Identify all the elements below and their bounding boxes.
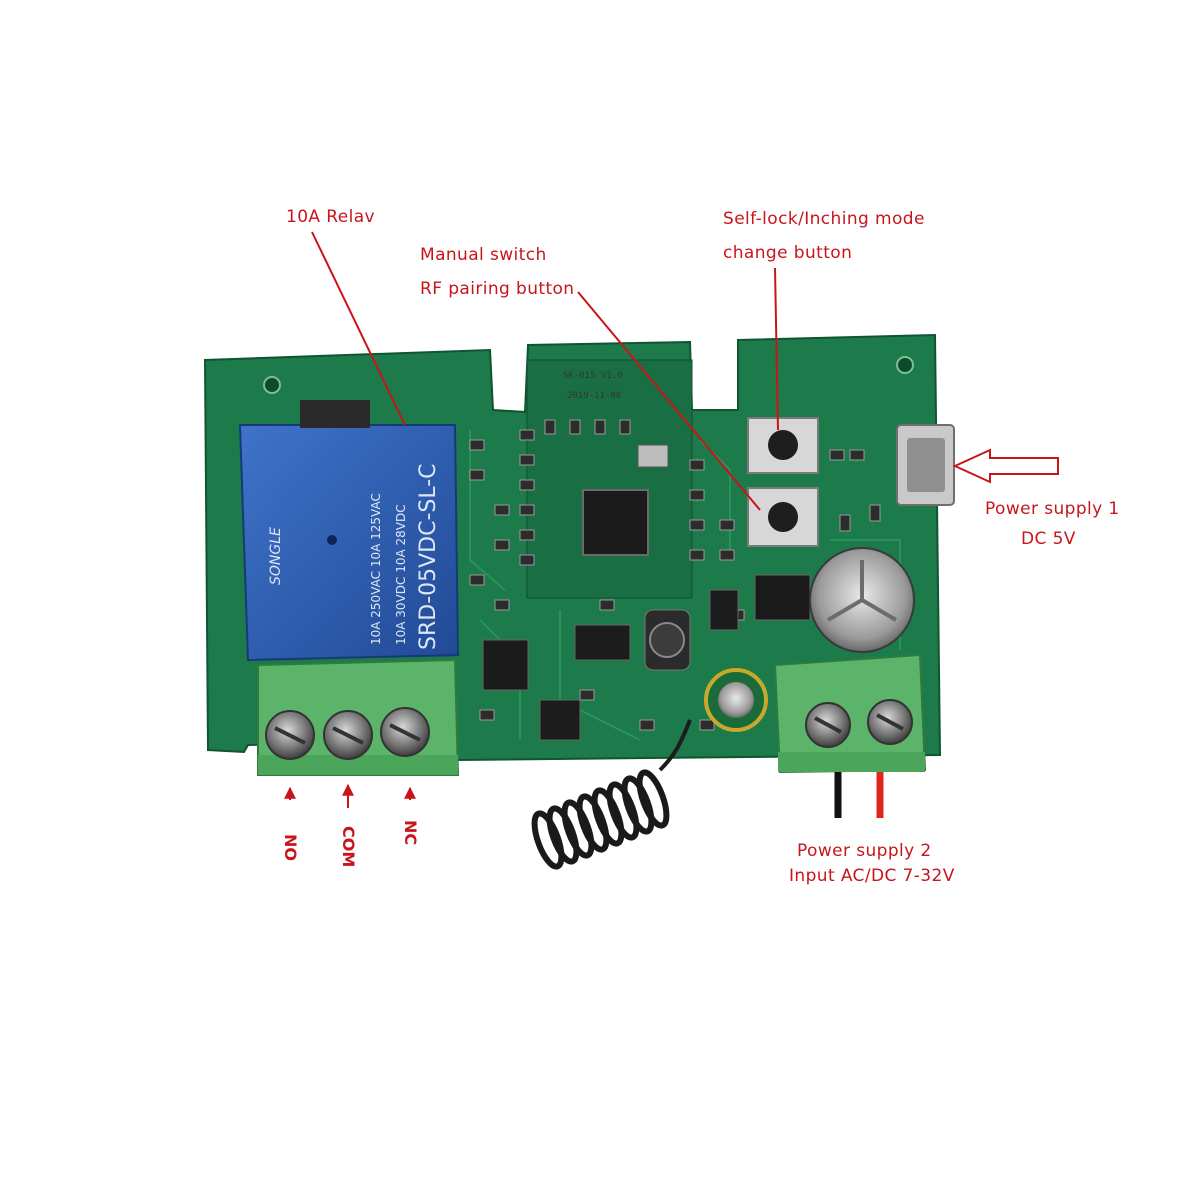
pairing-pointer-line [577, 291, 761, 511]
mode-button-label-2: change button [723, 243, 853, 263]
power-screw-positive[interactable] [867, 699, 913, 745]
relay-label: 10A Relav [286, 207, 375, 227]
large-capacitor [809, 547, 915, 653]
antenna-coil [531, 719, 692, 870]
relay: SONGLE SRD-05VDC-SL-C 10A 250VAC 10A 125… [238, 400, 460, 662]
silkscreen-line-1: SK-015 V1.0 [563, 371, 623, 381]
mode-pointer-line [774, 267, 779, 431]
regulator-chip [574, 624, 631, 661]
small-capacitor [704, 668, 768, 732]
terminal-screw-no[interactable] [265, 710, 315, 760]
relay-rating-2: 10A 30VDC 10A 28VDC [394, 504, 408, 645]
mosfet-chip [539, 699, 581, 741]
rf-pairing-button[interactable] [747, 487, 819, 547]
power-supply-2-voltage: Input AC/DC 7-32V [789, 866, 955, 886]
power-supply-1-voltage: DC 5V [1021, 529, 1076, 549]
terminal-screw-com[interactable] [323, 710, 373, 760]
mode-button-label-1: Self-lock/Inching mode [723, 209, 925, 229]
terminal-label-com: COM [339, 826, 358, 868]
relay-brand: SONGLE [268, 527, 284, 585]
usb-arrow [952, 448, 1059, 484]
power-supply-2-label: Power supply 2 [797, 841, 932, 861]
mode-change-button[interactable] [747, 417, 819, 474]
relay-model: SRD-05VDC-SL-C [416, 463, 441, 650]
micro-usb-port[interactable] [896, 424, 955, 506]
rf-pairing-label: RF pairing button [420, 279, 575, 299]
silkscreen-line-2: 2019-11-08 [567, 391, 621, 401]
terminal-label-nc: NC [401, 820, 420, 846]
power-screw-negative[interactable] [805, 702, 851, 748]
connector-chip [482, 639, 529, 691]
relay-pointer-line [311, 231, 406, 426]
power-supply-1-label: Power supply 1 [985, 499, 1120, 519]
terminal-screw-nc[interactable] [380, 707, 430, 757]
inductor [644, 609, 691, 671]
terminal-label-no: NO [281, 834, 300, 861]
relay-rating-1: 10A 250VAC 10A 125VAC [369, 493, 383, 645]
crystal [637, 444, 669, 468]
smd-components [469, 419, 881, 731]
driver-chip [754, 574, 811, 621]
diode-chip [709, 589, 739, 631]
manual-switch-label: Manual switch [420, 245, 547, 265]
wireless-chip [582, 489, 649, 556]
